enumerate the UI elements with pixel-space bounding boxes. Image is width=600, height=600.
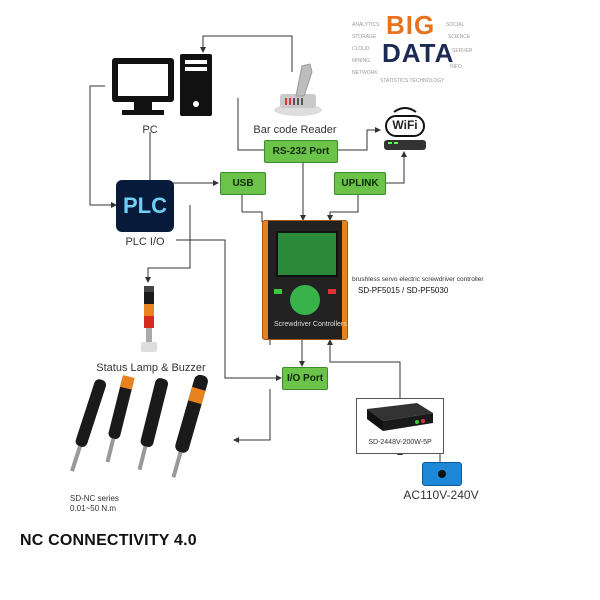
screwdrivers-image bbox=[64, 372, 224, 492]
power-supply-label: SD-2448V-200W-5P bbox=[368, 439, 432, 446]
svg-text:NETWORK: NETWORK bbox=[352, 70, 378, 76]
svg-text:STATISTICS TECHNOLOGY: STATISTICS TECHNOLOGY bbox=[380, 78, 445, 84]
screwdriver-controller: Screwdriver Controllers bbox=[262, 220, 348, 340]
svg-text:SCIENCE: SCIENCE bbox=[448, 34, 471, 40]
ac-power-socket-icon bbox=[422, 462, 462, 486]
pc-label: PC bbox=[142, 124, 158, 136]
uplink-port: UPLINK bbox=[334, 172, 386, 195]
page-title: NC CONNECTIVITY 4.0 bbox=[20, 532, 197, 549]
plc-icon-text: PLC bbox=[123, 193, 167, 218]
svg-text:MINING: MINING bbox=[352, 58, 370, 64]
pc-icon bbox=[110, 52, 220, 124]
big-data-word-cloud: ANALYTICS STORAGE CLOUD MINING NETWORK SOCI… bbox=[350, 10, 480, 84]
svg-text:SOCIAL: SOCIAL bbox=[446, 22, 465, 28]
controller-front-panel: Screwdriver Controllers bbox=[268, 221, 347, 339]
big-text: BIG bbox=[386, 10, 436, 40]
svg-text:ANALYTICS: ANALYTICS bbox=[352, 22, 380, 28]
svg-text:STORAGE: STORAGE bbox=[352, 34, 377, 40]
controller-display bbox=[276, 231, 338, 277]
svg-text:INFO: INFO bbox=[450, 64, 462, 70]
controller-panel-text: Screwdriver Controllers bbox=[274, 321, 347, 328]
controller-model: SD-PF5015 / SD-PF5030 bbox=[358, 286, 449, 295]
io-port: I/O Port bbox=[282, 367, 328, 390]
screwdriver-series-label: SD-NC series bbox=[70, 494, 119, 503]
controller-description: brushless servo electric screwdriver con… bbox=[352, 276, 484, 283]
socket-hole bbox=[438, 470, 446, 478]
svg-text:CLOUD: CLOUD bbox=[352, 46, 370, 52]
status-lamp-label: Status Lamp & Buzzer bbox=[96, 362, 206, 374]
barcode-reader-label: Bar code Reader bbox=[253, 124, 337, 136]
data-text: DATA bbox=[382, 38, 455, 68]
ac-label: AC110V-240V bbox=[403, 488, 479, 502]
svg-text:SERVER: SERVER bbox=[452, 48, 473, 54]
wifi-label: WiFi bbox=[392, 118, 418, 132]
status-lamp-icon bbox=[138, 284, 160, 358]
power-supply-frame: SD-2448V-200W-5P bbox=[356, 398, 444, 454]
controller-keypad bbox=[290, 285, 320, 315]
barcode-scanner-icon bbox=[270, 62, 325, 120]
usb-port: USB bbox=[220, 172, 266, 195]
plc-label: PLC I/O bbox=[125, 236, 165, 248]
plc-icon: PLC bbox=[116, 180, 174, 232]
rs232-port: RS-232 Port bbox=[264, 140, 338, 163]
screwdriver-torque-label: 0.01~50 N.m bbox=[70, 504, 117, 513]
wifi-router-icon: WiFi bbox=[378, 106, 432, 154]
green-button bbox=[274, 289, 282, 294]
red-button bbox=[328, 289, 336, 294]
